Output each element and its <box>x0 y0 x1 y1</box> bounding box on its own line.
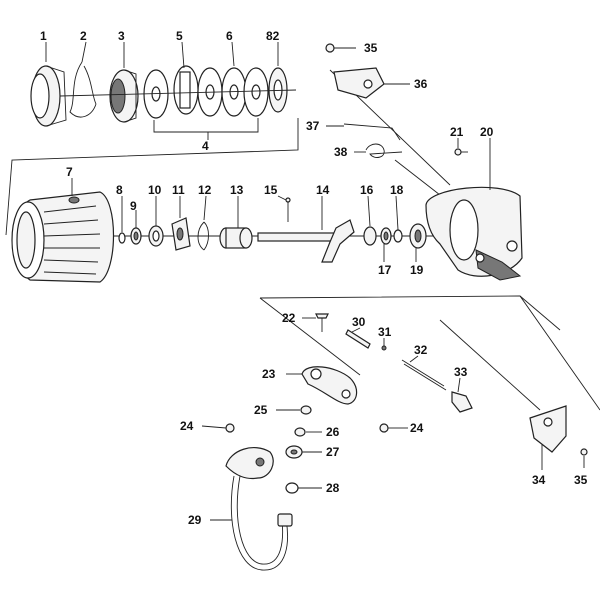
part-19-nut <box>409 223 427 249</box>
part-22-screw <box>315 313 329 332</box>
part-label-13: 13 <box>230 183 244 197</box>
part-label-21: 21 <box>450 125 464 139</box>
part-label-27: 27 <box>326 445 340 459</box>
part-label-24b: 24 <box>410 421 424 435</box>
part-32-roller-shaft <box>401 359 447 391</box>
part-label-34: 34 <box>532 473 546 487</box>
part-label-2: 2 <box>80 29 87 43</box>
part-2-spring-clip <box>69 61 97 118</box>
part-label-25: 25 <box>254 403 268 417</box>
part-35-screw-top <box>325 43 356 53</box>
part-label-9: 9 <box>130 199 137 213</box>
part-24-screw-right <box>379 423 394 433</box>
part-35-screw-bottom <box>580 448 588 456</box>
part-27-line-roller <box>285 445 303 459</box>
part-label-28: 28 <box>326 481 340 495</box>
part-label-36: 36 <box>414 77 428 91</box>
label-leader-lines <box>45 41 585 521</box>
part-label-15: 15 <box>264 183 278 197</box>
part-24-screw-left <box>225 423 235 433</box>
part-label-29: 29 <box>188 513 202 527</box>
part-31-spring <box>381 345 387 351</box>
part-label-11: 11 <box>172 183 185 197</box>
part-label-23: 23 <box>262 367 276 381</box>
part-25-washer <box>300 405 312 415</box>
part-30-pin <box>345 329 371 349</box>
part-label-22: 22 <box>282 311 296 325</box>
part-12-clip <box>197 221 209 251</box>
part-11-clutch <box>171 217 191 251</box>
part-29-bail-wire <box>225 447 293 571</box>
part-36-bail-arm-cover <box>333 67 385 99</box>
part-label-37: 37 <box>306 119 320 133</box>
part-label-19: 19 <box>410 263 424 277</box>
part-label-3: 3 <box>118 29 125 43</box>
part-26-washer <box>294 427 306 437</box>
part-28-washer <box>285 482 299 494</box>
part-label-14: 14 <box>316 183 330 197</box>
part-label-32: 32 <box>414 343 428 357</box>
part-7-spool <box>11 191 114 283</box>
part-20-rotor <box>425 186 523 281</box>
part-16-bearing <box>363 226 377 246</box>
part-label-33: 33 <box>454 365 468 379</box>
part-14-main-shaft <box>257 219 355 263</box>
part-label-35b: 35 <box>574 473 588 487</box>
part-label-12: 12 <box>198 183 212 197</box>
part-10-washer <box>148 225 164 247</box>
part-23-bail-arm <box>301 366 358 405</box>
part-label-16: 16 <box>360 183 374 197</box>
part-13-pinion-gear <box>219 227 253 249</box>
part-label-7: 7 <box>66 165 73 179</box>
part-label-6: 6 <box>226 29 233 43</box>
part-18-washer <box>393 229 403 243</box>
part-9-bushing <box>130 227 142 245</box>
part-label-18: 18 <box>390 183 404 197</box>
part-label-82: 82 <box>266 29 280 43</box>
part-label-10: 10 <box>148 183 162 197</box>
part-label-5: 5 <box>176 29 183 43</box>
part-37-wire <box>343 123 401 141</box>
part-8-washer <box>118 232 126 244</box>
part-3-ratchet-ring <box>109 69 139 123</box>
part-label-20: 20 <box>480 125 494 139</box>
part-21-screw <box>454 148 468 156</box>
part-label-4: 4 <box>202 139 209 153</box>
part-label-35a: 35 <box>364 41 378 55</box>
part-34-side-cover <box>529 405 567 453</box>
part-38-spring <box>365 143 403 158</box>
part-15-screw <box>285 197 291 222</box>
part-label-31: 31 <box>378 325 392 339</box>
part-label-38: 38 <box>334 145 348 159</box>
part-label-24a: 24 <box>180 419 194 433</box>
part-label-17: 17 <box>378 263 392 277</box>
part-label-8: 8 <box>116 183 123 197</box>
part-label-30: 30 <box>352 315 366 329</box>
part-label-26: 26 <box>326 425 340 439</box>
part-17-collar <box>380 227 392 245</box>
part-label-1: 1 <box>40 29 47 43</box>
part-4-drag-washers <box>59 65 297 140</box>
part-33-knob <box>451 391 473 413</box>
